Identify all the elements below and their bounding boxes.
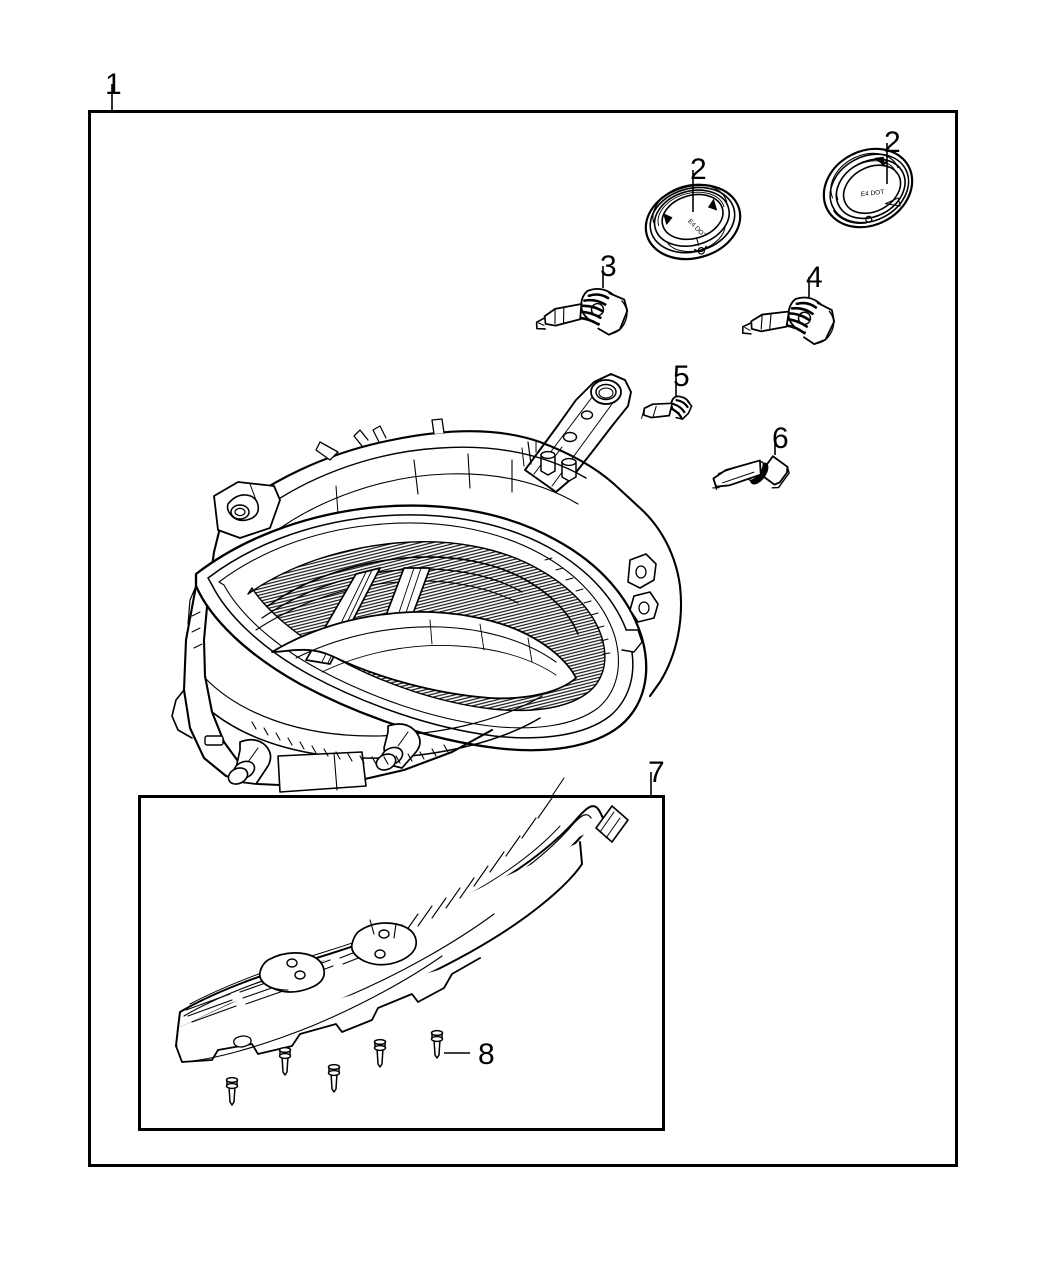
bulb-access-cap-left-art: E4 DOT [644, 183, 742, 261]
headlamp-assembly-art [171, 373, 683, 793]
bezel-detail-frame [138, 795, 665, 1131]
outer-assembly-frame [88, 110, 958, 1167]
callout-number-8: 8 [478, 1038, 495, 1071]
callout-number-7: 7 [648, 756, 665, 789]
bezel-trim-art [175, 777, 629, 1063]
retaining-screws-art [225, 1029, 444, 1106]
callout-number-5: 5 [673, 360, 690, 393]
callout-number-2a: 2 [690, 153, 707, 186]
turn-signal-bulb-art [641, 395, 693, 420]
callout-number-3: 3 [600, 250, 617, 283]
bulb-access-cap-right-art: E4 DOT [822, 147, 914, 229]
headlamp-bulb-3-art [535, 287, 629, 336]
callout-number-2b: 2 [884, 126, 901, 159]
callout-number-6: 6 [772, 422, 789, 455]
svg-text:E4 DOT: E4 DOT [861, 189, 885, 198]
bulb-socket-screw-art [712, 455, 790, 491]
callout-number-4: 4 [806, 261, 823, 294]
headlamp-bulb-4-art [741, 296, 836, 346]
callout-number-1: 1 [105, 68, 122, 101]
svg-text:E4 DOT: E4 DOT [686, 218, 707, 240]
